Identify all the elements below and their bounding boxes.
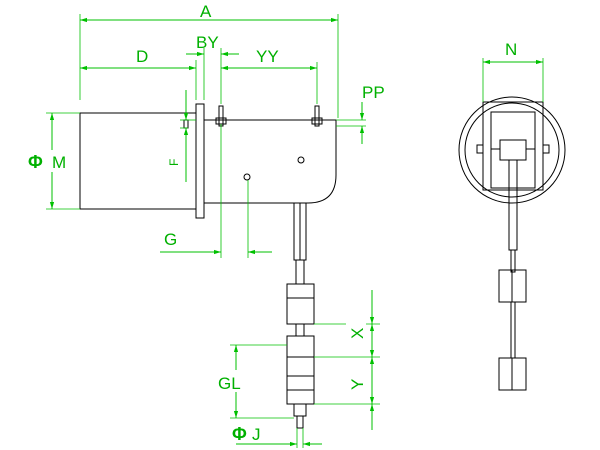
clamp-pin-right xyxy=(542,144,550,154)
label-phi-m: M xyxy=(52,153,66,172)
stud-right xyxy=(314,105,320,127)
shaft-coupling xyxy=(295,259,305,285)
label-gl: GL xyxy=(218,374,241,393)
bottom-tip xyxy=(296,415,304,429)
label-g: G xyxy=(164,230,177,249)
frame-outer xyxy=(482,101,544,191)
front-lower-rod xyxy=(510,301,516,359)
label-x: X xyxy=(348,328,367,339)
label-d: D xyxy=(136,47,148,66)
label-yy: YY xyxy=(256,47,279,66)
frame-inner xyxy=(490,111,536,189)
stud-left-nut xyxy=(215,117,227,125)
housing xyxy=(204,119,337,204)
dimensions: A D BY YY PP Φ M F xyxy=(28,2,544,448)
inner-ring xyxy=(464,102,560,198)
flange-bolt xyxy=(183,119,189,129)
hole-upper xyxy=(297,156,305,164)
front-shaft xyxy=(508,159,518,251)
flange xyxy=(195,103,205,219)
middle-block xyxy=(286,335,315,377)
clamp-pin-left xyxy=(476,144,484,154)
front-rod xyxy=(510,249,516,273)
label-phi-j: J xyxy=(252,425,261,444)
label-a: A xyxy=(200,2,212,21)
stud-right-nut xyxy=(311,117,323,125)
upper-rod xyxy=(295,323,305,337)
bottom-stub xyxy=(293,403,307,417)
label-n: N xyxy=(505,40,517,59)
clamp xyxy=(499,139,527,161)
upper-block xyxy=(286,283,315,325)
label-pp: PP xyxy=(362,83,385,102)
label-by: BY xyxy=(196,33,219,52)
label-f: F xyxy=(167,159,181,166)
label-y: Y xyxy=(348,379,367,390)
label-phi-m-symbol: Φ xyxy=(28,152,43,172)
stud-left xyxy=(218,105,224,127)
outer-ring xyxy=(458,96,566,204)
front-view xyxy=(458,96,566,391)
side-view xyxy=(79,103,337,429)
label-phi-j-symbol: Φ xyxy=(232,424,247,444)
hole-lower xyxy=(243,173,251,181)
